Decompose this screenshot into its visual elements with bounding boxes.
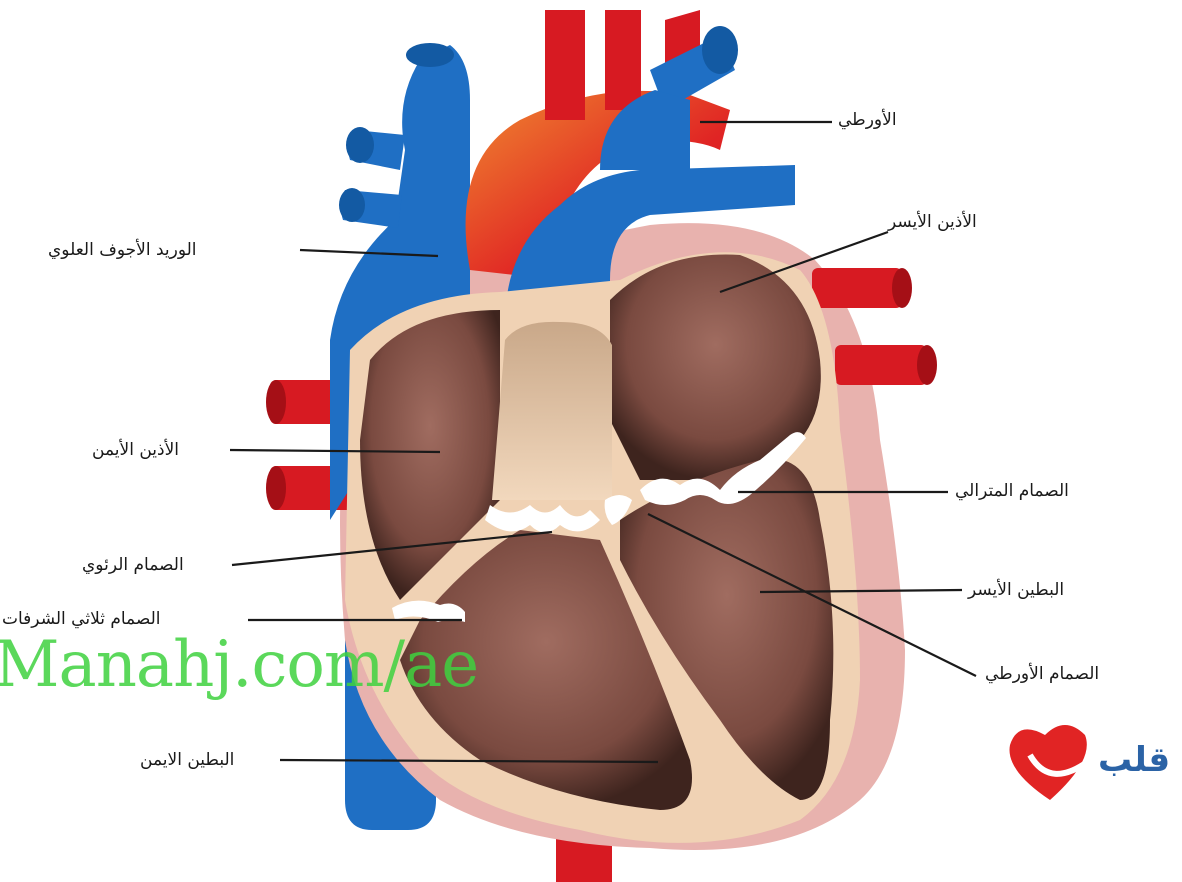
aortic-branch-1 — [545, 10, 585, 120]
logo-text: قلب — [1098, 740, 1170, 780]
label-left-atrium: الأذين الأيسر — [888, 212, 977, 232]
pulmonary-vein-2 — [835, 345, 927, 385]
logo-heart-icon — [1010, 725, 1091, 800]
label-aortic-valve: الصمام الأورطي — [985, 664, 1099, 684]
label-superior-vena-cava: الوريد الأجوف العلوي — [48, 240, 197, 260]
label-aorta: الأورطي — [838, 110, 897, 130]
pulmonary-trunk-interior — [492, 322, 612, 500]
label-right-ventricle: البطين الايمن — [140, 750, 234, 770]
watermark-text: Manahj.com/ae — [0, 628, 478, 702]
label-right-atrium: الأذين الأيمن — [92, 440, 179, 460]
label-tricuspid-valve: الصمام ثلاثي الشرفات — [2, 609, 161, 629]
label-mitral-valve: الصمام المترالي — [955, 481, 1069, 501]
pulmonary-vein-1 — [812, 268, 902, 308]
label-pulmonary-valve: الصمام الرئوي — [82, 555, 184, 575]
label-left-ventricle: البطين الأيسر — [968, 580, 1064, 600]
aortic-branch-2 — [605, 10, 641, 110]
